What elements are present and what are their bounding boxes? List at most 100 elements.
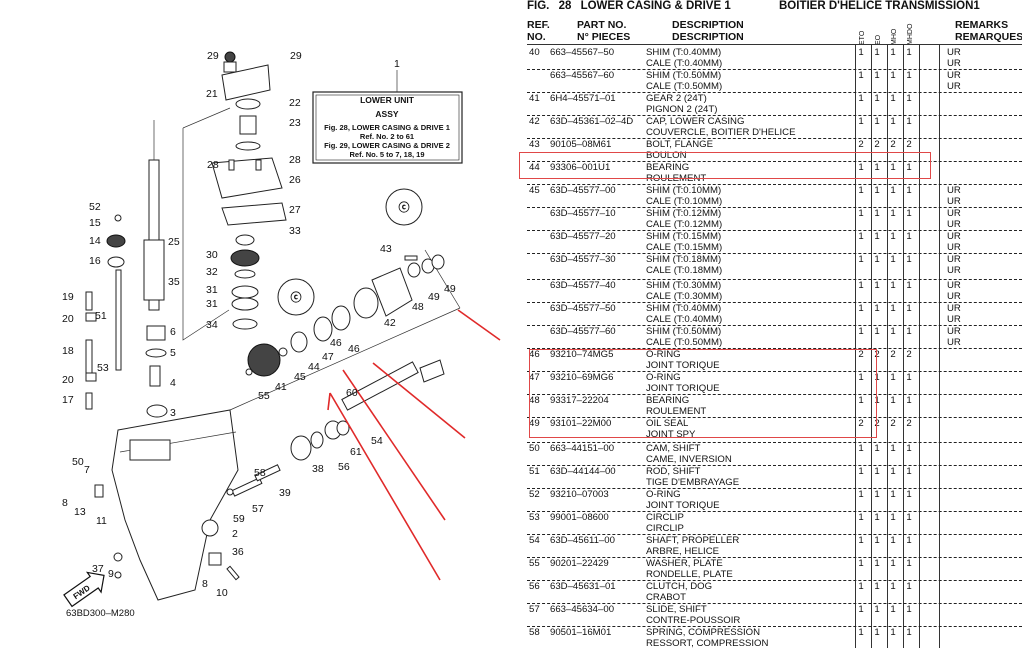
callout-number: 31 — [206, 284, 218, 296]
qty-cell: 1 — [874, 535, 880, 546]
callout-number: 38 — [312, 463, 324, 475]
description-en: CAM, SHIFT — [646, 443, 701, 454]
remark-cell: UR — [947, 81, 961, 93]
callout-number: 58 — [254, 467, 266, 479]
qty-cell: 1 — [858, 466, 864, 477]
part-no: 63D–45577–60 — [550, 326, 616, 337]
ref-no: 45 — [529, 185, 540, 196]
description-en: SHIM (T:0.12MM) — [646, 208, 722, 219]
ref-no: 56 — [529, 581, 540, 592]
description-fr: JOINT TORIQUE — [646, 360, 720, 372]
ref-no: 51 — [529, 466, 540, 477]
callout-number: 31 — [206, 298, 218, 310]
callout-number: 29 — [290, 50, 302, 62]
qty-cell: 1 — [874, 604, 880, 615]
qty-cell: 1 — [906, 116, 912, 127]
qty-cell: 1 — [906, 535, 912, 546]
callout-number: 28 — [207, 159, 219, 171]
qty-cell: 1 — [890, 185, 896, 196]
qty-cell: 1 — [874, 208, 880, 219]
description-fr: BOULON — [646, 150, 687, 162]
qty-cell: 1 — [858, 535, 864, 546]
qty-cell: 1 — [890, 558, 896, 569]
qty-cell: 1 — [890, 254, 896, 265]
callout-number: 59 — [233, 513, 245, 525]
callout-number: 54 — [371, 435, 383, 447]
box-line: Fig. 28, LOWER CASING & DRIVE 1 — [324, 123, 450, 132]
qty-cell: 1 — [858, 443, 864, 454]
ref-no: 48 — [529, 395, 540, 406]
qty-cell: 1 — [858, 231, 864, 242]
description-fr: COUVERCLE, BOITIER D'HELICE — [646, 127, 796, 139]
col-part-no: PART NO.N° PIECES — [577, 19, 631, 43]
description-fr: CALE (T:0.15MM) — [646, 242, 723, 254]
qty-cell: 1 — [858, 116, 864, 127]
description-fr: JOINT TORIQUE — [646, 383, 720, 395]
description-en: SHIM (T:0.18MM) — [646, 254, 722, 265]
description-en: BEARING — [646, 162, 690, 173]
callout-number: 50 — [72, 456, 84, 468]
callout-number: 17 — [62, 394, 74, 406]
assembly-label-box — [312, 91, 463, 164]
remark-cell: UR — [947, 47, 961, 58]
remark-cell: UR — [947, 265, 961, 277]
part-no: 663–44151–00 — [550, 443, 615, 454]
description-fr: RESSORT, COMPRESSION — [646, 638, 769, 648]
callout-number: 3 — [170, 407, 176, 419]
description-en: SHIM (T:0.40MM) — [646, 47, 722, 58]
qty-cell: 1 — [890, 535, 896, 546]
box-title: LOWER UNIT — [360, 95, 415, 105]
qty-cell: 2 — [874, 349, 880, 360]
callout-number: 11 — [96, 515, 107, 527]
qty-cell: 1 — [858, 185, 864, 196]
qty-cell: 1 — [858, 558, 864, 569]
qty-cell: 1 — [858, 280, 864, 291]
description-fr: CALE (T:0.12MM) — [646, 219, 723, 231]
diagram-code: 63BD300–M280 — [66, 608, 135, 619]
description-fr: TIGE D'EMBRAYAGE — [646, 477, 740, 489]
description-en: BOLT, FLANGE — [646, 139, 713, 150]
qty-cell: 1 — [874, 231, 880, 242]
qty-cell: 1 — [874, 185, 880, 196]
callout-number: 13 — [74, 506, 86, 518]
description-en: CLUTCH, DOG — [646, 581, 713, 592]
ref-no: 52 — [529, 489, 540, 500]
description-fr: CRABOT — [646, 592, 686, 604]
description-fr: CALE (T:0.40MM) — [646, 314, 723, 326]
qty-cell: 2 — [858, 139, 864, 150]
qty-cell: 1 — [906, 162, 912, 173]
qty-cell: 1 — [890, 70, 896, 81]
description-fr: CAME, INVERSION — [646, 454, 732, 466]
callout-number: 34 — [206, 319, 218, 331]
qty-cell: 1 — [890, 326, 896, 337]
qty-cell: 1 — [858, 581, 864, 592]
callout-number: 29 — [207, 50, 219, 62]
qty-cell: 1 — [874, 254, 880, 265]
description-en: SHIM (T:0.50MM) — [646, 326, 722, 337]
remark-cell: UR — [947, 254, 961, 265]
qty-cell: 2 — [890, 349, 896, 360]
description-fr: RONDELLE, PLATE — [646, 569, 733, 581]
qty-cell: 1 — [858, 208, 864, 219]
description-en: O-RING — [646, 489, 681, 500]
qty-cell: 1 — [890, 231, 896, 242]
qty-cell: 1 — [874, 627, 880, 638]
description-en: GEAR 2 (24T) — [646, 93, 707, 104]
remark-cell: UR — [947, 314, 961, 326]
callout-number: 41 — [275, 381, 287, 393]
callout-number: 8 — [202, 578, 208, 590]
callout-number: 2 — [232, 528, 238, 540]
callout-number: 28 — [289, 154, 301, 166]
part-no: 663–45567–50 — [550, 47, 615, 58]
qty-cell: 1 — [858, 489, 864, 500]
callout-number: 19 — [62, 291, 74, 303]
svg-text:ⓒ: ⓒ — [399, 200, 410, 214]
callout-number: 21 — [206, 88, 218, 100]
qty-cell: 1 — [890, 93, 896, 104]
callout-number: 44 — [308, 361, 320, 373]
qty-cell: 1 — [874, 326, 880, 337]
qty-cell: 1 — [890, 280, 896, 291]
callout-number: 47 — [322, 351, 334, 363]
callout-number: 30 — [206, 249, 218, 261]
